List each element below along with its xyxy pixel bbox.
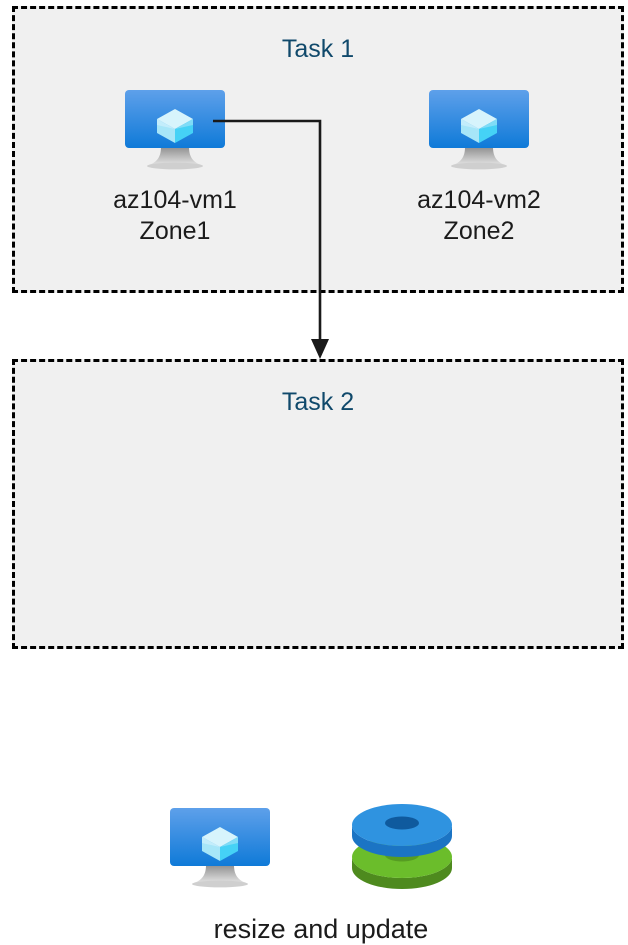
virtual-machine-icon xyxy=(429,90,529,170)
node-az104-vm2[interactable]: az104-vm2 Zone2 xyxy=(379,87,579,246)
node-task2-vm[interactable] xyxy=(165,805,275,891)
node-label-az104-vm1: az104-vm1 Zone1 xyxy=(113,186,237,245)
down-arrow-icon xyxy=(311,339,329,359)
diagram-canvas: Task 1 xyxy=(12,6,624,944)
virtual-machine-icon xyxy=(125,90,225,170)
node-managed-disks[interactable] xyxy=(347,802,457,894)
node-label-az104-vm2: az104-vm2 Zone2 xyxy=(417,186,541,245)
node-az104-vm1[interactable]: az104-vm1 Zone1 xyxy=(75,87,275,246)
managed-disks-icon xyxy=(352,804,452,889)
task1-title: Task 1 xyxy=(281,35,355,63)
task2-title: Task 2 xyxy=(281,388,355,416)
task2-container: Task 2 xyxy=(12,359,624,944)
task1-container: Task 1 xyxy=(12,6,624,293)
task2-caption: resize and update xyxy=(213,914,429,944)
virtual-machine-icon xyxy=(170,808,270,888)
